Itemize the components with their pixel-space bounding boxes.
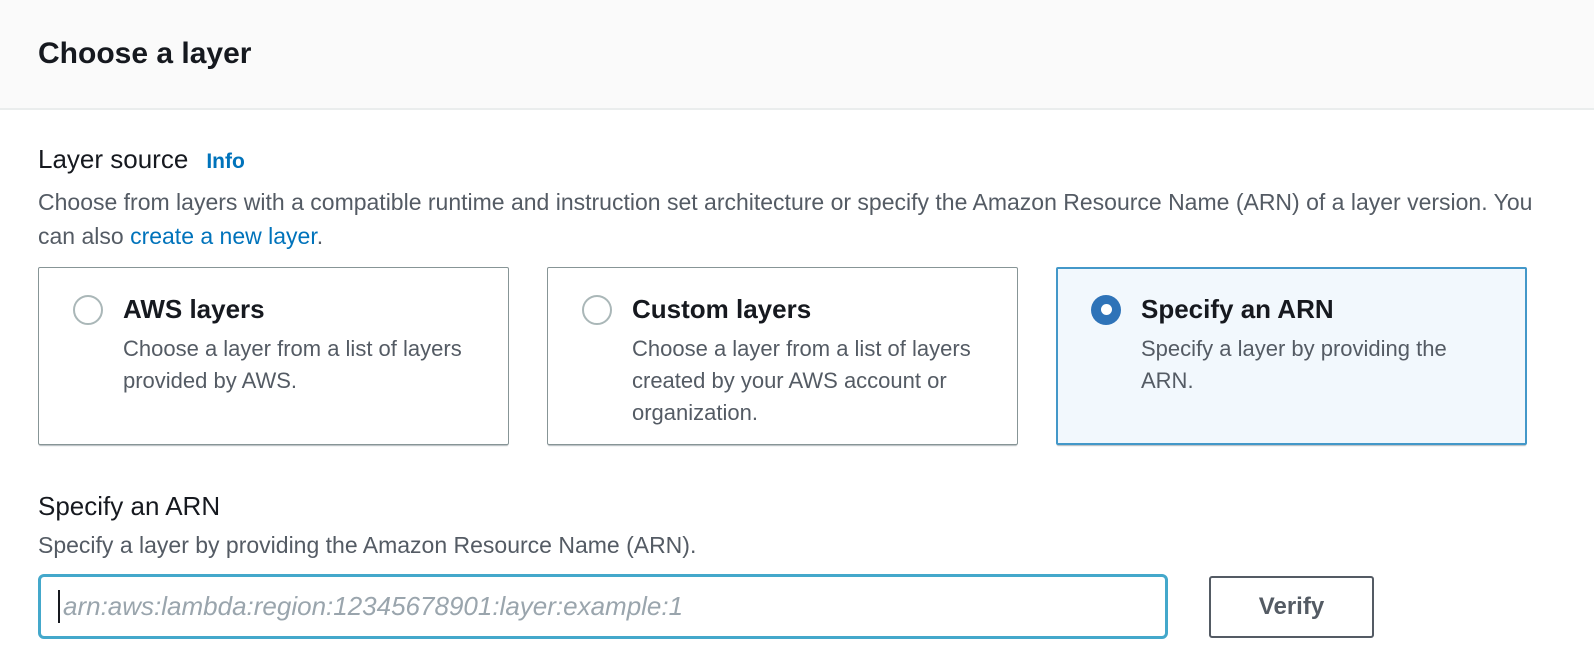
layer-source-description-period: .	[316, 223, 324, 249]
specify-arn-section: Specify an ARN Specify a layer by provid…	[38, 491, 1556, 639]
layer-source-description-text: Choose from layers with a compatible run…	[38, 189, 1533, 249]
option-title: Specify an ARN	[1141, 294, 1334, 324]
layer-source-description: Choose from layers with a compatible run…	[38, 185, 1538, 253]
option-title: Custom layers	[632, 294, 812, 324]
option-card-head: Custom layers	[582, 294, 993, 325]
radio-button-specify-arn-selected[interactable]	[1091, 294, 1121, 325]
option-card-head: Specify an ARN	[1091, 294, 1502, 325]
option-card-custom-layers[interactable]: Custom layers Choose a layer from a list…	[547, 267, 1018, 445]
text-cursor	[58, 590, 60, 623]
layer-source-options: AWS layers Choose a layer from a list of…	[38, 267, 1556, 445]
specify-arn-heading: Specify an ARN	[38, 491, 221, 521]
layer-source-label: Layer source	[38, 144, 189, 174]
info-link[interactable]: Info	[206, 150, 245, 173]
arn-input-wrapper	[38, 574, 1168, 639]
create-new-layer-link[interactable]: create a new layer	[130, 223, 317, 249]
radio-button-custom-layers[interactable]	[582, 294, 612, 325]
option-description: Specify a layer by providing the ARN.	[1141, 336, 1447, 393]
specify-arn-description: Specify a layer by providing the Amazon …	[38, 532, 697, 558]
choose-a-layer-panel: Choose a layer Layer source Info Choose …	[0, 0, 1594, 639]
option-title: AWS layers	[123, 294, 265, 324]
verify-button[interactable]: Verify	[1209, 575, 1374, 638]
panel-header: Choose a layer	[0, 0, 1594, 110]
option-description: Choose a layer from a list of layers cre…	[632, 336, 971, 425]
panel-body: Layer source Info Choose from layers wit…	[0, 110, 1594, 639]
option-card-specify-arn[interactable]: Specify an ARN Specify a layer by provid…	[1056, 267, 1527, 445]
radio-button-aws-layers[interactable]	[73, 294, 103, 325]
arn-input[interactable]	[38, 574, 1168, 639]
option-card-head: AWS layers	[73, 294, 484, 325]
layer-source-label-row: Layer source Info	[38, 144, 1556, 175]
option-description: Choose a layer from a list of layers pro…	[123, 336, 462, 393]
page-title: Choose a layer	[38, 37, 252, 70]
specify-arn-input-row: Verify	[38, 574, 1556, 639]
option-card-aws-layers[interactable]: AWS layers Choose a layer from a list of…	[38, 267, 509, 445]
